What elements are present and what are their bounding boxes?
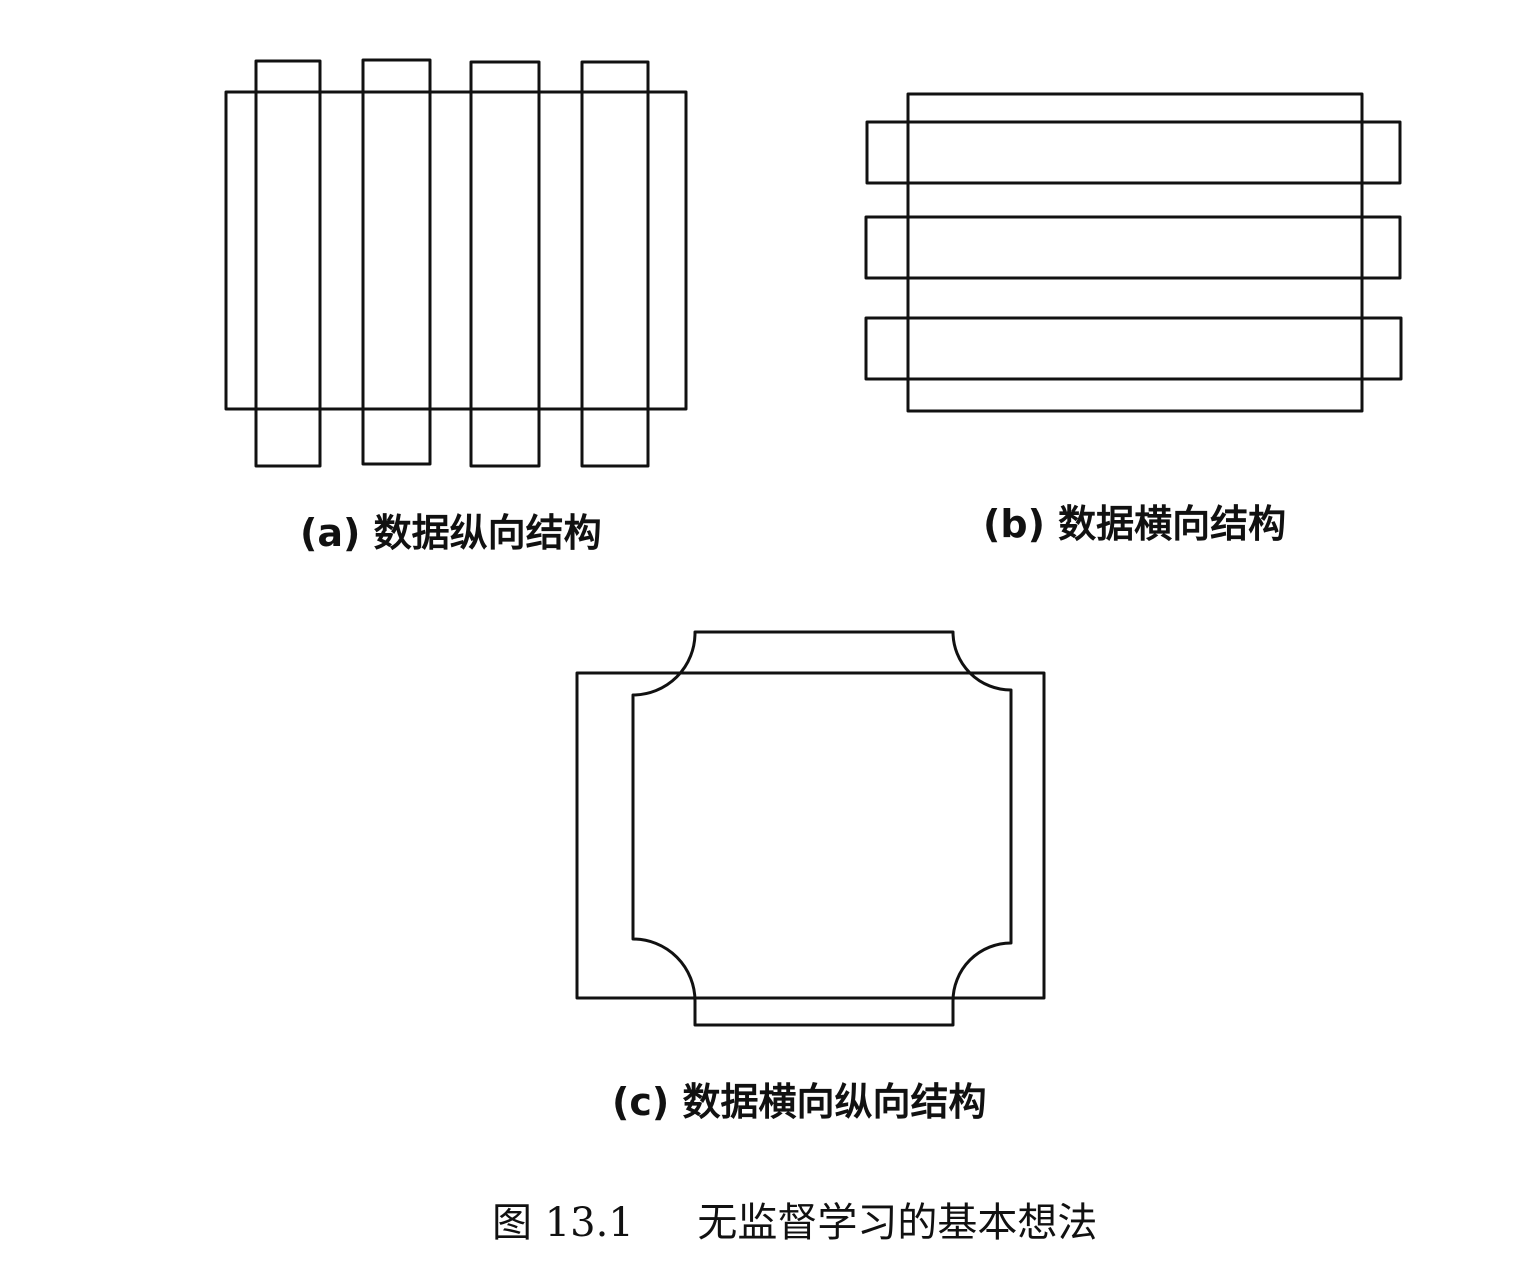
panel-a-column-strip-3	[469, 60, 541, 468]
panel-b-row-strip-2	[864, 215, 1402, 280]
panel-a-column-strip-1	[254, 59, 322, 468]
panel-c-caption: (c) 数据横向纵向结构	[612, 1080, 987, 1124]
panel-b-data-matrix	[906, 92, 1364, 413]
panel-b-caption: (b) 数据横向结构	[983, 502, 1287, 546]
panel-a-vertical-structure	[224, 58, 688, 468]
panel-c-cross-shape	[631, 630, 1013, 1027]
panel-a-caption: (a) 数据纵向结构	[300, 511, 602, 555]
panel-a-column-strip-2	[361, 58, 432, 466]
panel-b-horizontal-structure	[864, 92, 1403, 413]
panel-a-column-strip-4	[580, 60, 650, 468]
panel-a-data-matrix	[224, 90, 688, 411]
panel-c-combined-structure	[575, 630, 1046, 1027]
panel-b-row-strip-3	[864, 316, 1403, 381]
panel-c-data-matrix	[575, 671, 1046, 1000]
panel-b-row-strip-1	[865, 120, 1402, 185]
figure-caption: 图 13.1 无监督学习的基本想法	[492, 1200, 1098, 1246]
